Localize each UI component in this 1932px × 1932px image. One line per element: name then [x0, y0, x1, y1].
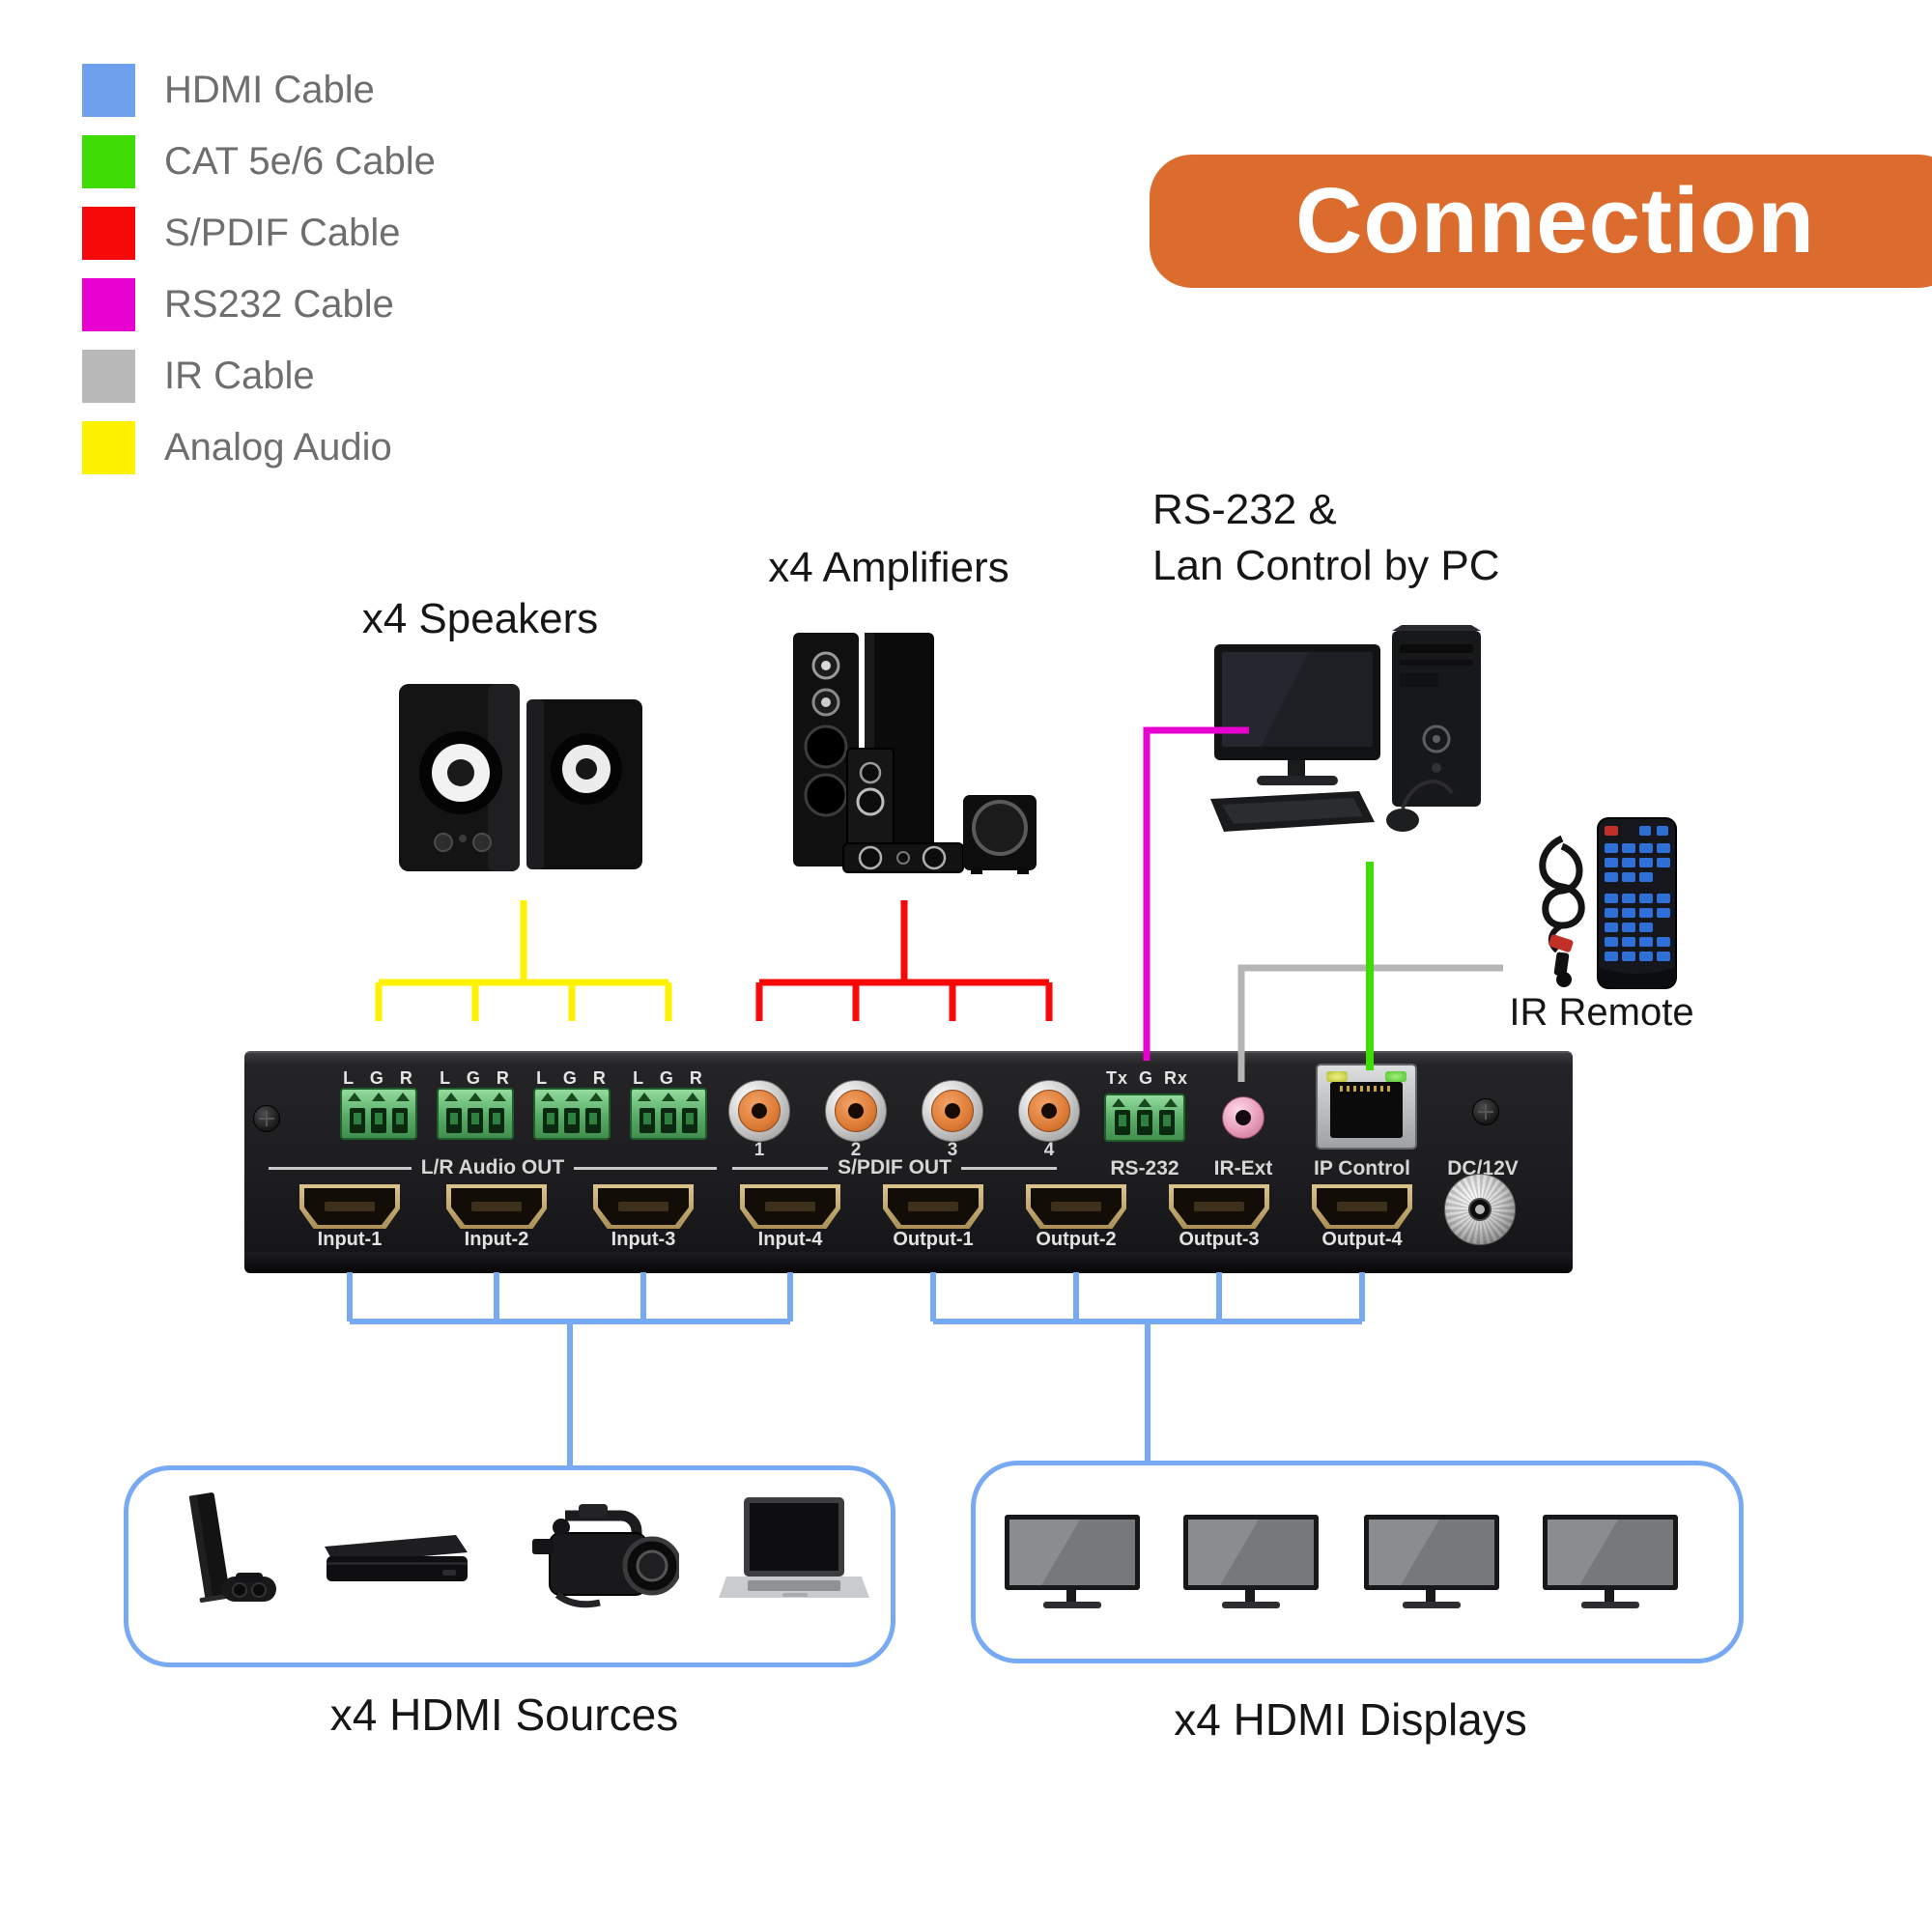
panel-screw-right [1472, 1098, 1499, 1125]
spdif-jack-4 [1018, 1080, 1080, 1142]
hdmi-port-label: Input-4 [757, 1229, 823, 1250]
cat56-cable-swatch [82, 135, 135, 188]
hdmi-port-input-3 [593, 1184, 694, 1229]
legend-item: RS232 Cable [82, 278, 394, 331]
rs232-cable-swatch [82, 278, 135, 331]
hdmi-sources-label: x4 HDMI Sources [329, 1690, 679, 1740]
pc-control-line1: RS-232 & [1152, 486, 1337, 533]
spdif-number: 2 [850, 1140, 862, 1160]
spdif-group-label: S/PDIF OUT [838, 1156, 952, 1179]
legend-item: IR Cable [82, 350, 315, 403]
hdmi-port-input-2 [446, 1184, 547, 1229]
spdif-group: S/PDIF OUT [732, 1156, 1057, 1179]
legend-label: HDMI Cable [164, 69, 375, 111]
ir-ext-jack [1222, 1096, 1264, 1139]
ip-control-label: IP Control [1314, 1157, 1410, 1179]
analog-audio-swatch [82, 421, 135, 474]
legend-label: CAT 5e/6 Cable [164, 140, 436, 183]
pc-control-label: RS-232 & Lan Control by PC [1152, 486, 1500, 590]
ir-ext-label: IR-Ext [1213, 1157, 1273, 1179]
hdmi-port-label: Output-3 [1179, 1229, 1260, 1250]
dc-power-jack [1444, 1174, 1516, 1245]
ir-remote-label: IR Remote [1509, 991, 1694, 1034]
terminal-pins-label: L G R [343, 1068, 414, 1088]
spdif-number: 3 [947, 1140, 958, 1160]
hdmi-port-input-4 [740, 1184, 840, 1229]
rs232-label: RS-232 [1110, 1157, 1179, 1179]
amplifiers-label: x4 Amplifiers [768, 544, 1009, 591]
spdif-jack-2 [825, 1080, 887, 1142]
pc-control-line2: Lan Control by PC [1152, 542, 1500, 589]
legend-item: HDMI Cable [82, 64, 375, 117]
hdmi-output-lines [930, 1272, 1365, 1463]
laptop-image [715, 1495, 869, 1621]
analog-audio-lines [375, 900, 672, 1021]
spdif-jack-3 [922, 1080, 983, 1142]
hdmi-port-label: Input-1 [317, 1229, 383, 1250]
camcorder-image [515, 1491, 682, 1621]
legend-item: S/PDIF Cable [82, 207, 401, 260]
ir-remote-image [1596, 816, 1678, 995]
audio-terminal-block-1 [340, 1088, 417, 1140]
hdmi-port-output-2 [1026, 1184, 1126, 1229]
legend-label: RS232 Cable [164, 283, 394, 326]
hdmi-port-label: Output-4 [1321, 1229, 1403, 1250]
rs232-terminal-block [1104, 1094, 1185, 1142]
hdmi-port-output-1 [883, 1184, 983, 1229]
audio-terminal-block-2 [437, 1088, 514, 1140]
ir-cable-swatch [82, 350, 135, 403]
rj45-led-right [1385, 1071, 1406, 1082]
connection-banner: Connection [1150, 155, 1932, 288]
rs232-pins-label: Tx G Rx [1106, 1068, 1189, 1088]
panel-bottom-edge [244, 1252, 1573, 1273]
spdif-number: 4 [1043, 1140, 1055, 1160]
spdif-jack-1 [728, 1080, 790, 1142]
terminal-pins-label: L G R [440, 1068, 511, 1088]
banner-title: Connection [1295, 169, 1815, 272]
hdmi-cable-swatch [82, 64, 135, 117]
legend-item: CAT 5e/6 Cable [82, 135, 436, 188]
speakers-image [391, 676, 652, 884]
spdif-lines [755, 900, 1053, 1021]
bluray-player-image [315, 1521, 474, 1599]
legend-item: Analog Audio [82, 421, 392, 474]
legend-label: Analog Audio [164, 426, 392, 469]
ip-control-port [1316, 1064, 1417, 1150]
audio-out-group: L/R Audio OUT [269, 1156, 717, 1179]
hdmi-input-lines [347, 1272, 793, 1467]
spdif-cable-swatch [82, 207, 135, 260]
terminal-pins-label: L G R [633, 1068, 704, 1088]
panel-screw-left [253, 1105, 280, 1132]
hdmi-displays-label: x4 HDMI Displays [1174, 1694, 1527, 1745]
hdmi-port-output-3 [1169, 1184, 1269, 1229]
rj45-led-left [1326, 1071, 1348, 1082]
hdmi-port-label: Input-2 [464, 1229, 529, 1250]
hdmi-port-input-1 [299, 1184, 400, 1229]
game-console-image [166, 1488, 297, 1618]
legend-label: S/PDIF Cable [164, 212, 401, 254]
amplifiers-image [787, 623, 1038, 879]
audio-out-group-label: L/R Audio OUT [420, 1156, 565, 1179]
spdif-number: 1 [753, 1140, 765, 1160]
speakers-label: x4 Speakers [361, 595, 599, 642]
hdmi-port-label: Input-3 [611, 1229, 676, 1250]
dc-label: DC/12V [1447, 1157, 1519, 1179]
hdmi-port-output-4 [1312, 1184, 1412, 1229]
audio-terminal-block-4 [630, 1088, 707, 1140]
display-monitor-3 [1364, 1515, 1499, 1616]
display-monitor-1 [1005, 1515, 1140, 1616]
ir-extension-cable-image [1528, 833, 1596, 994]
terminal-pins-label: L G R [536, 1068, 608, 1088]
pc-image [1203, 623, 1521, 860]
legend-label: IR Cable [164, 355, 315, 397]
display-monitor-2 [1183, 1515, 1319, 1616]
audio-terminal-block-3 [533, 1088, 611, 1140]
display-monitor-4 [1543, 1515, 1678, 1616]
hdmi-port-label: Output-1 [893, 1229, 974, 1250]
hdmi-port-label: Output-2 [1036, 1229, 1117, 1250]
